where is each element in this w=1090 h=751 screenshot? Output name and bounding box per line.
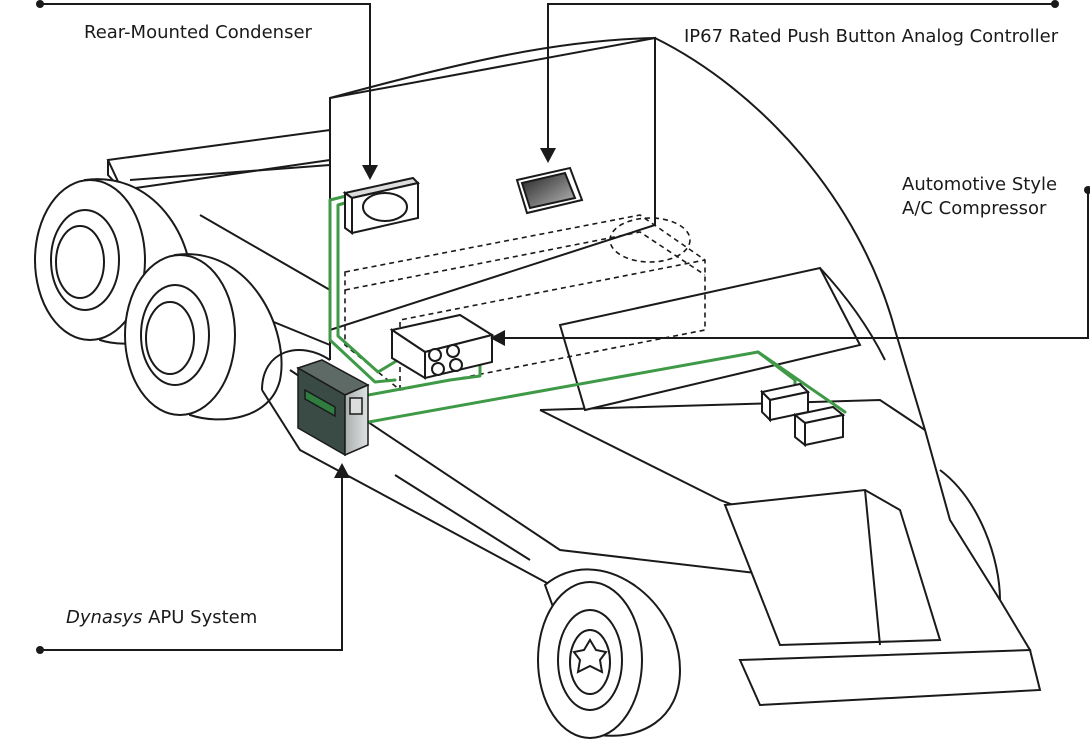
rear-wheel-front	[124, 253, 283, 421]
sleeper-bunk-hidden	[344, 38, 706, 391]
dot-icon	[36, 0, 1090, 654]
controller-label: IP67 Rated Push Button Analog Controller	[684, 26, 1059, 47]
front-wheel	[537, 568, 682, 739]
rear-mounted-condenser-unit	[342, 176, 420, 235]
battery-pack	[759, 382, 846, 448]
ac-compressor-unit	[389, 313, 495, 380]
callout-leaders	[40, 3, 1089, 651]
compressor-label: Automotive Style A/C Compressor	[902, 173, 1057, 221]
arrowhead-icon	[334, 148, 556, 478]
compressor-label-line2: A/C Compressor	[902, 198, 1047, 219]
push-button-controller-unit	[515, 166, 584, 215]
apu-brand-name: Dynasys	[66, 607, 143, 628]
compressor-label-line1: Automotive Style	[902, 174, 1058, 195]
dynasys-apu-unit	[296, 359, 370, 457]
condenser-label: Rear-Mounted Condenser	[84, 22, 312, 43]
apu-system-text: APU System	[148, 607, 258, 628]
apu-system-label: Dynasys APU System	[66, 606, 257, 630]
rear-wheel-back	[34, 178, 193, 345]
